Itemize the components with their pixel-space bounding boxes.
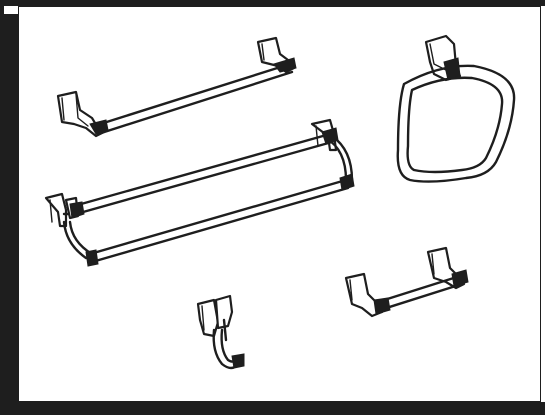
towel-bar-icon [56, 36, 297, 138]
frame-border-bottom [0, 402, 545, 415]
robe-hook-icon [196, 294, 245, 370]
towel-ring-icon [396, 34, 516, 183]
frame-border-top [0, 0, 545, 6]
frame-border-left [0, 0, 4, 415]
toilet-paper-holder-icon [344, 246, 469, 318]
double-towel-bar-icon [44, 118, 355, 267]
frame-shadow-left [4, 14, 18, 415]
